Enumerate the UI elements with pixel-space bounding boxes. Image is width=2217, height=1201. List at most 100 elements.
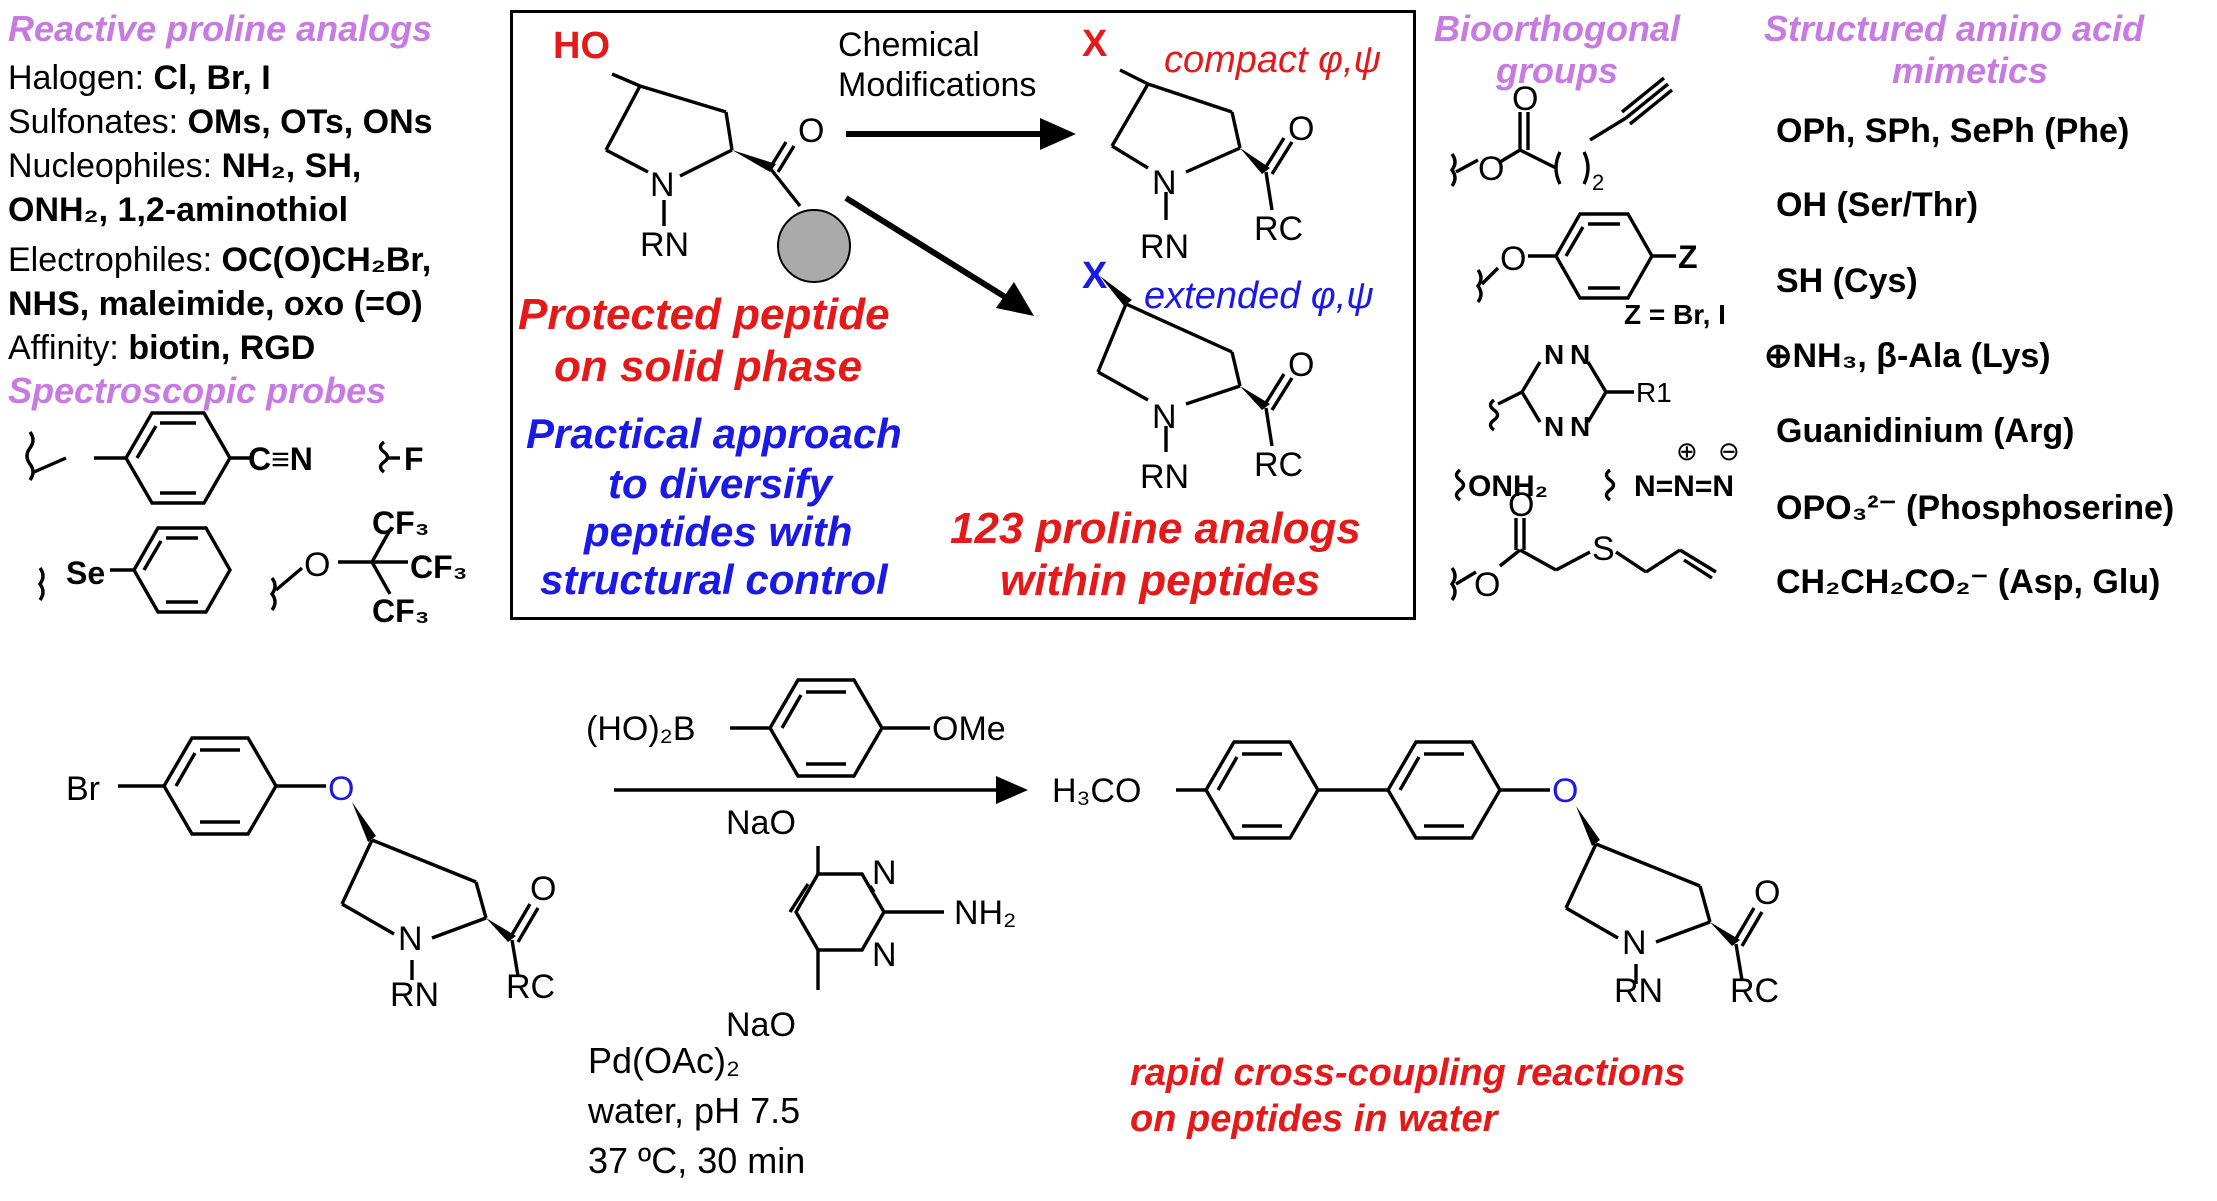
reactive-analogs-title: Reactive proline analogs [8, 8, 433, 49]
n-label-start: N [650, 166, 675, 204]
practical-line1: Practical approach [526, 410, 902, 457]
center-summary-box [510, 10, 1416, 620]
cf3-label-c: CF₃ [372, 593, 429, 629]
z-label: Z [1678, 239, 1698, 275]
selenium-label: Se [66, 555, 105, 591]
n-label-bottom: N [1152, 398, 1177, 436]
cf3-label-b: CF₃ [410, 549, 467, 585]
list-row-nucleophiles: Nucleophiles: NH₂, SH, [8, 147, 362, 185]
mimetic-item-ser: OH (Ser/Thr) [1776, 186, 1979, 224]
list-row-electrophiles: Electrophiles: OC(O)CH₂Br, [8, 241, 432, 279]
tetrazine-n-bottom2: N [1570, 411, 1590, 442]
pyrimidine-n-top: N [872, 854, 897, 892]
catalyst-label: Pd(OAc)₂ [588, 1040, 740, 1081]
boronic-label: (HO)₂B [586, 710, 696, 748]
mimetic-item-cys: SH (Cys) [1776, 262, 1918, 300]
list-row-affinity: Affinity: biotin, RGD [8, 329, 316, 367]
ether-o-start: O [328, 770, 354, 808]
solid-phase-bead [777, 209, 851, 283]
br-label: Br [66, 770, 100, 808]
list-row-nucleophiles-cont: ONH₂, 1,2-aminothiol [8, 191, 349, 229]
arrow-label-line2: Modifications [838, 66, 1036, 104]
conditions-line1: water, pH 7.5 [588, 1090, 801, 1131]
o-label-reactant: O [530, 870, 556, 908]
azide-minus: ⊖ [1718, 436, 1740, 466]
protected-peptide-line2: on solid phase [554, 342, 863, 391]
mimetics-title-line1: Structured amino acid [1764, 8, 2145, 49]
rc-label-product: RC [1730, 972, 1779, 1010]
n-label-product: N [1622, 924, 1647, 962]
practical-line3: peptides with [584, 508, 853, 555]
rn-label-top: RN [1140, 228, 1189, 266]
z-values-label: Z = Br, I [1624, 299, 1726, 330]
rc-label-top: RC [1254, 210, 1303, 248]
analogs-line1: 123 proline analogs [950, 504, 1361, 553]
mimetic-item-lys: ⊕NH₃, β-Ala (Lys) [1764, 337, 2051, 375]
mimetics-title-line2: mimetics [1892, 50, 2049, 91]
rn-label-start: RN [640, 226, 689, 264]
nitrile-label: C≡N [248, 441, 313, 477]
product-ring-1 [1204, 740, 1320, 840]
analogs-line2: within peptides [1000, 556, 1321, 605]
benzene-ring-se [132, 526, 232, 614]
list-row-halogen: Halogen: Cl, Br, I [8, 59, 271, 97]
cf3-label-a: CF₃ [372, 505, 429, 541]
o-label-start: O [798, 112, 824, 150]
list-row-sulfonates: Sulfonates: OMs, OTs, ONs [8, 103, 433, 141]
pyrimidine-n-bottom: N [872, 936, 897, 974]
rc-label-bottom: RC [1254, 446, 1303, 484]
x-label-bottom: X [1082, 255, 1108, 297]
product-ring-2 [1386, 740, 1502, 840]
azide-plus: ⊕ [1676, 436, 1698, 466]
x-label-top: X [1082, 23, 1108, 65]
ho-label: HO [553, 25, 610, 67]
nao-top-label: NaO [726, 804, 796, 842]
conditions-line2: 37 ºC, 30 min [588, 1140, 806, 1181]
ether-oxygen-label: O [304, 546, 330, 584]
onh2-label: ONH₂ [1468, 470, 1548, 503]
n-label-reactant: N [398, 920, 423, 958]
alkyne-subscript: 2 [1592, 170, 1604, 195]
mimetic-item-asp-glu: CH₂CH₂CO₂⁻ (Asp, Glu) [1776, 563, 2161, 601]
tetrazine-n-bottom: N [1544, 411, 1564, 442]
practical-line4: structural control [540, 556, 888, 603]
ether-o-product: O [1552, 772, 1578, 810]
extended-label: extended φ,ψ [1144, 275, 1374, 317]
rn-label-product: RN [1614, 972, 1663, 1010]
rn-label-bottom: RN [1140, 458, 1189, 496]
arrow-label-line1: Chemical [838, 26, 980, 64]
thio-carbonyl-o: O [1508, 486, 1534, 524]
h3co-label: H₃CO [1052, 772, 1141, 810]
rn-label-reactant: RN [390, 976, 439, 1014]
compact-label: compact φ,ψ [1164, 39, 1381, 81]
rc-label-reactant: RC [506, 968, 555, 1006]
n-label-top: N [1152, 164, 1177, 202]
r1-label: R1 [1636, 377, 1672, 408]
list-row-electrophiles-cont: NHS, maleimide, oxo (=O) [8, 285, 423, 323]
o-label-product: O [1754, 874, 1780, 912]
azide-label: N=N=N [1634, 470, 1734, 503]
spectroscopic-probes-title: Spectroscopic probes [8, 370, 387, 411]
bioorthogonal-title-line2: groups [1496, 50, 1618, 91]
thioester-o-label: O [1474, 566, 1500, 604]
o-label-bottom: O [1288, 346, 1314, 384]
o-label-top: O [1288, 110, 1314, 148]
nao-bottom-label: NaO [726, 1006, 796, 1044]
ome-label: OMe [932, 710, 1006, 748]
aryl-bromide-ring [162, 736, 278, 836]
caption-line1: rapid cross-coupling reactions [1130, 1052, 1686, 1094]
tetrazine-n-top2: N [1570, 339, 1590, 370]
mimetic-item-phe: OPh, SPh, SePh (Phe) [1776, 112, 2130, 150]
mimetic-item-arg: Guanidinium (Arg) [1776, 412, 2075, 450]
ester-o-label: O [1478, 150, 1504, 188]
bioorthogonal-title-line1: Bioorthogonal [1434, 8, 1680, 49]
nh2-label: NH₂ [954, 894, 1016, 932]
boronic-acid-ring [768, 678, 884, 778]
sulfur-label: S [1592, 530, 1615, 568]
mimetic-item-phosphoserine: OPO₃²⁻ (Phosphoserine) [1776, 489, 2175, 527]
practical-line2: to diversify [608, 460, 833, 507]
fluoro-label: F [404, 441, 424, 477]
tetrazine-n-top: N [1544, 339, 1564, 370]
